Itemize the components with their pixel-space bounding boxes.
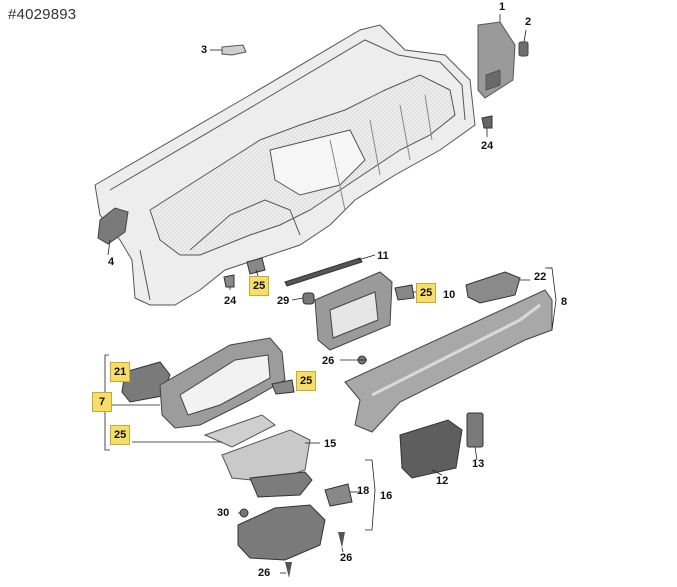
callout-24-upper: 24	[481, 140, 494, 152]
part-22-vent	[465, 271, 521, 304]
callout-16: 16	[380, 490, 393, 502]
lower-cover-panel	[203, 414, 276, 448]
image-id-label: #4029893	[8, 6, 77, 23]
callout-26-c: 26	[258, 567, 271, 579]
callout-2: 2	[524, 16, 532, 28]
part-16-column-cover-lower	[237, 504, 326, 561]
dashboard-carrier-part	[94, 24, 476, 306]
part-7-cluster-frame	[159, 337, 286, 429]
part-24-clip-b	[223, 274, 235, 288]
part-26-screw-b	[338, 532, 345, 548]
callout-25-highlight-b: 25	[416, 283, 437, 303]
part-13-switch	[466, 412, 484, 448]
part-29-clip	[302, 292, 315, 305]
part-26-screw-c	[285, 562, 292, 578]
callout-25-highlight-d: 25	[110, 425, 131, 445]
part-18-column-cover-upper	[249, 471, 313, 498]
callout-4: 4	[107, 256, 115, 268]
callout-15: 15	[324, 438, 337, 450]
part-12-tray	[399, 419, 463, 479]
part-25-bracket-c	[271, 379, 295, 395]
part-4-vent	[97, 207, 129, 245]
part-11-strip	[284, 257, 363, 287]
part-1-side-cover	[477, 21, 516, 99]
callout-12: 12	[436, 475, 449, 487]
callout-24-lower: 24	[224, 295, 237, 307]
callout-13: 13	[472, 458, 485, 470]
callout-11: 11	[377, 250, 389, 262]
part-8-trim-panel	[344, 289, 553, 433]
part-30-clip	[239, 508, 249, 518]
callout-25-highlight-c: 25	[296, 371, 317, 391]
callout-18: 18	[357, 485, 370, 497]
callout-26-a: 26	[322, 355, 335, 367]
part-25-bracket-b	[394, 284, 415, 301]
callout-7-highlight: 7	[92, 392, 112, 412]
callout-3: 3	[200, 44, 208, 56]
callout-1: 1	[498, 1, 506, 13]
callout-25-highlight-a: 25	[249, 276, 270, 296]
part-3-clip	[221, 44, 247, 56]
callout-26-b: 26	[340, 552, 353, 564]
part-15-trim	[221, 429, 311, 483]
callout-29: 29	[277, 295, 290, 307]
callout-21-highlight: 21	[110, 362, 131, 382]
part-25-bracket-a	[246, 257, 266, 275]
part-24-clip-a	[481, 115, 493, 129]
part-2-clip	[518, 41, 529, 57]
callout-30: 30	[217, 507, 230, 519]
callout-8: 8	[560, 296, 568, 308]
callout-22: 22	[534, 271, 547, 283]
center-console-bracket	[314, 271, 393, 351]
callout-10: 10	[443, 289, 456, 301]
column-bracket	[324, 483, 353, 507]
